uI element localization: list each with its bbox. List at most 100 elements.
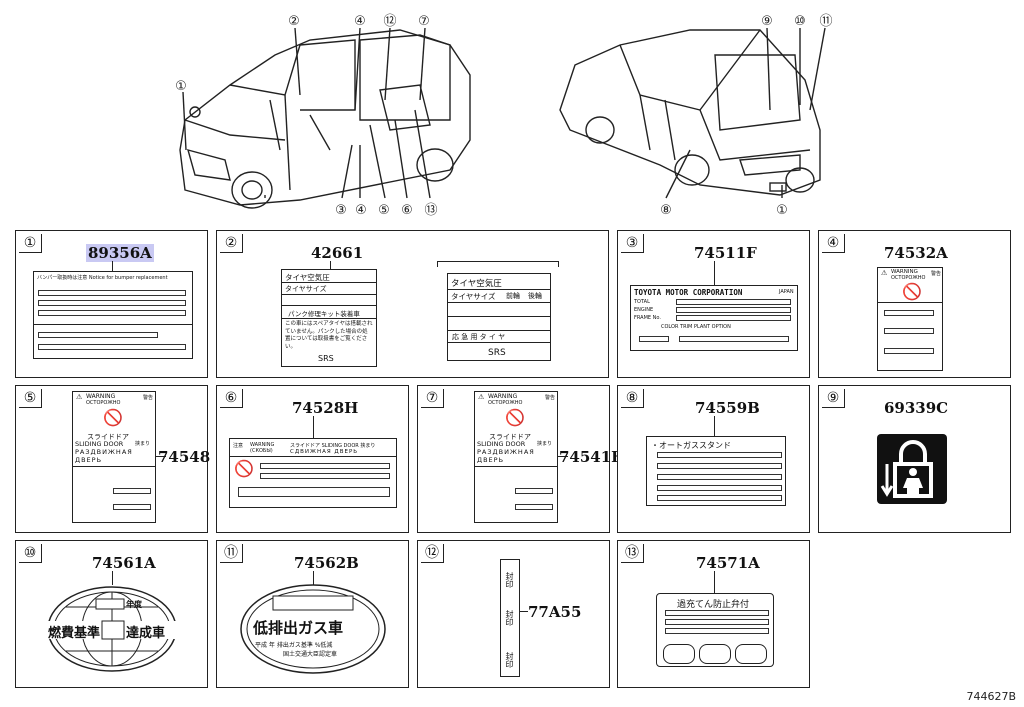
panel-6-part-number[interactable]: 74528H	[292, 399, 359, 417]
sliding-door-jp2: 挟まり	[135, 441, 151, 447]
leader-line	[714, 571, 716, 593]
sliding-door-jp2: 挟まり	[537, 441, 553, 447]
divider	[282, 305, 376, 306]
label-line	[38, 290, 186, 296]
seal-label: 封印 封印 封印	[500, 559, 520, 677]
sliding-door-jp: スライドドア	[489, 433, 531, 441]
callout-front-4a: ④	[354, 14, 366, 29]
caution-jp: 注意	[233, 443, 244, 449]
label-cell	[699, 644, 731, 664]
panel-9-part-number[interactable]: 69339C	[884, 399, 949, 417]
caution-en: WARNING	[250, 442, 275, 448]
tire-size-label: タイヤサイズ	[285, 285, 327, 293]
label-line	[38, 332, 158, 338]
warning-label: ⚠ WARNING OCTOPOЖHO 警告 🚫	[877, 267, 943, 371]
rear-wheel-label: 後輪	[528, 292, 542, 300]
panel-7-part-number[interactable]: 74541H	[559, 448, 626, 466]
panel-12[interactable]: ⑫ 封印 封印 封印 77A55	[417, 540, 610, 688]
bracket-line	[558, 261, 560, 267]
panel-10[interactable]: ⑩ 74561A 年度 燃費基準 達成車	[15, 540, 208, 688]
autogas-title: ・オートガススタンド	[651, 441, 731, 450]
callout-front-5: ⑤	[378, 203, 390, 218]
tire-pressure-label-a: タイヤ空気圧 タイヤサイズ パンク修理キット装着車 この車にはスペアタイヤは搭載…	[281, 269, 377, 367]
panel-3-index: ③	[621, 234, 644, 253]
tire-pressure-title: タイヤ空気圧	[285, 273, 330, 282]
panel-3[interactable]: ③ 74511F TOYOTA MOTOR CORPORATION JAPAN …	[617, 230, 810, 378]
label-line	[38, 300, 186, 306]
panel-8-part-number[interactable]: 74559B	[695, 399, 760, 417]
panel-5-part-number[interactable]: 74548	[158, 448, 211, 466]
low-emission-sticker	[240, 584, 386, 674]
divider	[230, 456, 396, 457]
divider	[282, 318, 376, 319]
panel-2-index: ②	[220, 234, 243, 253]
panel-2[interactable]: ② 42661 タイヤ空気圧 タイヤサイズ パンク修理キット装着車 この車にはス…	[216, 230, 609, 378]
panel-11[interactable]: ⑪ 74562B 低排出ガス車 平成 年 排出ガス基準 %低減 国土交通大臣認定…	[216, 540, 409, 688]
label-cell	[663, 644, 695, 664]
label-line	[113, 504, 151, 510]
sliding-door-warning-label: ⚠ WARNING OCTOPOЖHO 警告 🚫 スライドドア SLIDING …	[72, 391, 156, 523]
panel-13[interactable]: ⑬ 74571A 過充てん防止弁付	[617, 540, 810, 688]
panel-6[interactable]: ⑥ 74528H 注意 WARNING (CКОБЫ) スライドドア SLIDI…	[216, 385, 409, 533]
bracket-line	[437, 261, 439, 267]
callout-rear-9: ⑨	[761, 14, 773, 29]
panel-9[interactable]: ⑨ 69339C	[818, 385, 1011, 533]
sliding-door-ru2: ДВЕРЬ	[75, 456, 103, 464]
vehicle-drawing: ① ② ③ ④ ④ ⑤ ⑥ ⑦ ⑫ ⑬ ⑧ ⑨ ⑩ ⑪ ①	[175, 14, 832, 218]
warning-text: WARNING	[86, 393, 116, 400]
leader-line	[156, 456, 166, 458]
panel-2-part-number[interactable]: 42661	[311, 244, 364, 262]
panel-5[interactable]: ⑤ ⚠ WARNING OCTOPOЖHO 警告 🚫 スライドドア SLIDIN…	[15, 385, 211, 533]
warning-sub-text: OCTOPOЖHO	[488, 400, 523, 406]
fuel-economy-sticker	[46, 586, 181, 672]
panel-10-index: ⑩	[19, 544, 42, 563]
panel-1-part-number[interactable]: 89356A	[86, 244, 154, 262]
callout-front-4b: ④	[355, 203, 367, 218]
callout-front-6: ⑥	[401, 203, 413, 218]
certification-text: 国土交通大臣認定車	[283, 651, 338, 658]
panel-8[interactable]: ⑧ 74559B ・オートガススタンド	[617, 385, 810, 533]
panel-13-part-number[interactable]: 74571A	[696, 554, 760, 572]
label-line	[657, 474, 782, 480]
leader-line	[112, 261, 114, 271]
label-line	[657, 452, 782, 458]
emergency-tire-label: 応 急 用 タ イ ヤ	[452, 333, 506, 341]
panel-11-index: ⑪	[220, 544, 243, 563]
label-line	[679, 336, 789, 342]
divider	[282, 282, 376, 283]
srs-mark: SRS	[488, 348, 506, 358]
label-line	[657, 485, 782, 491]
panel-6-index: ⑥	[220, 389, 243, 408]
panel-4-part-number[interactable]: 74532A	[884, 244, 948, 262]
warning-triangle-icon: ⚠	[478, 393, 485, 401]
panel-3-part-number[interactable]: 74511F	[694, 244, 757, 262]
panel-12-part-number[interactable]: 77A55	[528, 603, 582, 621]
callout-rear-1: ①	[776, 203, 788, 218]
panel-1[interactable]: ① 89356A バンパー取扱時は注意 Notice for bumper re…	[15, 230, 208, 378]
panel-11-part-number[interactable]: 74562B	[294, 554, 359, 572]
warning-text: WARNING	[488, 393, 518, 400]
label-line	[515, 504, 553, 510]
callout-rear-8: ⑧	[660, 203, 672, 218]
label-line	[676, 307, 791, 313]
bumper-notice-text: バンパー取扱時は注意 Notice for bumper replacement	[37, 275, 168, 281]
sliding-door-ru1: РАЗДВИЖНАЯ	[75, 448, 133, 456]
sliding-door-jp: スライドドア	[87, 433, 129, 441]
warning-triangle-icon: ⚠	[881, 269, 888, 277]
caution-ru: (CКОБЫ)	[250, 448, 273, 454]
panel-7[interactable]: ⑦ ⚠ WARNING OCTOPOЖHO 警告 🚫 スライドドア SLIDIN…	[417, 385, 625, 533]
no-hand-icon: 🚫	[505, 408, 525, 427]
emission-standard-text: 平成 年 排出ガス基準 %低減	[255, 642, 333, 649]
label-line	[657, 463, 782, 469]
code-columns: COLOR TRIM PLANT OPTION	[661, 324, 731, 330]
sliding-door-ru2: ДВЕРЬ	[477, 456, 505, 464]
panel-5-index: ⑤	[19, 389, 42, 408]
panel-10-part-number[interactable]: 74561A	[92, 554, 156, 572]
divider	[448, 289, 550, 290]
label-line	[665, 628, 769, 634]
frame-label: FRAME No.	[634, 315, 661, 321]
warning-jp-text: 警告	[545, 395, 556, 401]
divider	[448, 316, 550, 317]
panel-4[interactable]: ④ 74532A ⚠ WARNING OCTOPOЖHO 警告 🚫	[818, 230, 1011, 378]
panel-1-index: ①	[19, 234, 42, 253]
